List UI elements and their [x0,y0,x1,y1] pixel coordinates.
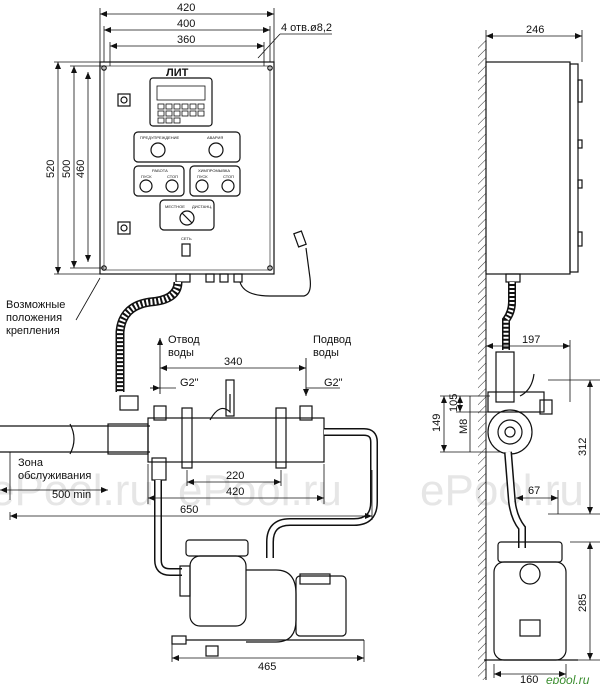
outlet-label-1: Отвод [168,334,200,346]
brand-logo: epool.ru [546,673,590,684]
cabinet-side [485,61,583,350]
mount-label-1: Возможные [6,299,65,311]
dim-460: 460 [75,160,87,178]
inlet-label-1: Подвод [313,334,352,346]
watermark-3: ePool.ru [420,466,584,515]
dim-holes-note: 4 отв.ø8,2 [281,22,332,34]
service-zone-label-1: Зона [18,457,44,469]
dim-360: 360 [177,34,195,46]
dim-105: 105 [448,394,460,412]
dim-520: 520 [45,160,57,178]
mount-label-2: положения [6,312,62,324]
uv-chamber-side [487,351,553,548]
dim-246: 246 [526,24,544,36]
dim-thread-left: G2" [180,377,199,389]
dim-m8: M8 [458,419,470,434]
wall-side [478,40,487,680]
dim-420: 420 [177,2,195,14]
dim-285: 285 [577,594,589,612]
panel-chem-label: ХИМПРОМЫВКА [198,168,230,173]
mount-label-3: крепления [6,325,60,337]
panel-stop-label: СТОП [167,174,178,179]
watermark-2: ePool.ru [178,466,342,515]
dim-67: 67 [528,485,540,497]
panel-stop2-label: СТОП [223,174,234,179]
panel-alarm-label: АВАРИЯ [207,135,223,140]
panel-logo: ЛИТ [166,67,189,79]
dim-160: 160 [520,674,538,684]
panel-work-label: РАБОТА [152,168,168,173]
side-dimension-lines [440,30,600,678]
front-dimension-lines [54,8,332,321]
dim-420-pipe: 420 [226,486,244,498]
dim-thread-right: G2" [324,377,343,389]
cabinet-front [99,61,311,297]
dim-312: 312 [577,438,589,456]
inlet-label-2: воды [313,347,339,359]
panel-local-label: МЕСТНОЕ [165,204,185,209]
panel-start-label: ПУСК [141,174,152,179]
panel-warning-label: ПРЕДУПРЕЖДЕНИЕ [140,135,180,140]
pump-side [484,541,578,661]
panel-start2-label: ПУСК [197,174,208,179]
pump-front [171,539,364,657]
dim-149: 149 [431,414,443,432]
pipeline-dimension-lines [0,365,373,662]
outlet-label-2: воды [168,347,194,359]
dim-500: 500 [61,160,73,178]
dim-400: 400 [177,18,195,30]
dim-465: 465 [258,661,276,673]
dim-500min: 500 min [52,489,91,501]
panel-power-label: СЕТЬ [181,236,192,241]
dim-220: 220 [226,470,244,482]
corrugated-hose-front [115,281,183,392]
dim-340: 340 [224,356,242,368]
panel-remote-label: ДИСТАНЦ. [192,204,212,209]
dim-197: 197 [522,334,540,346]
service-zone-label-2: обслуживания [18,470,91,482]
dim-650: 650 [180,504,198,516]
